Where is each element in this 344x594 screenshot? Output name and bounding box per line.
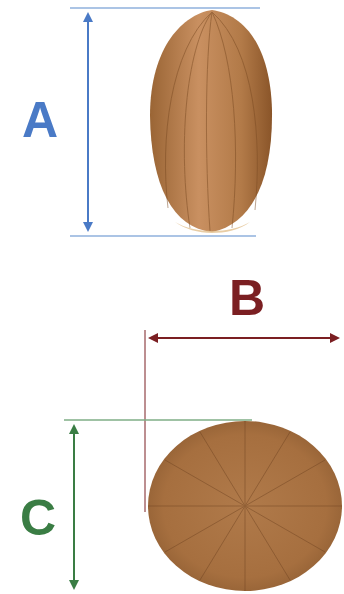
dimension-label-a: A <box>22 95 58 145</box>
dimension-arrow-b <box>150 337 338 339</box>
nut-top-view <box>148 421 342 591</box>
dimension-arrow-a <box>87 14 89 230</box>
nut-side-view <box>150 10 272 232</box>
dimension-label-c: C <box>20 493 56 543</box>
dimension-label-b: B <box>229 273 265 323</box>
dimension-arrow-c <box>73 426 75 588</box>
